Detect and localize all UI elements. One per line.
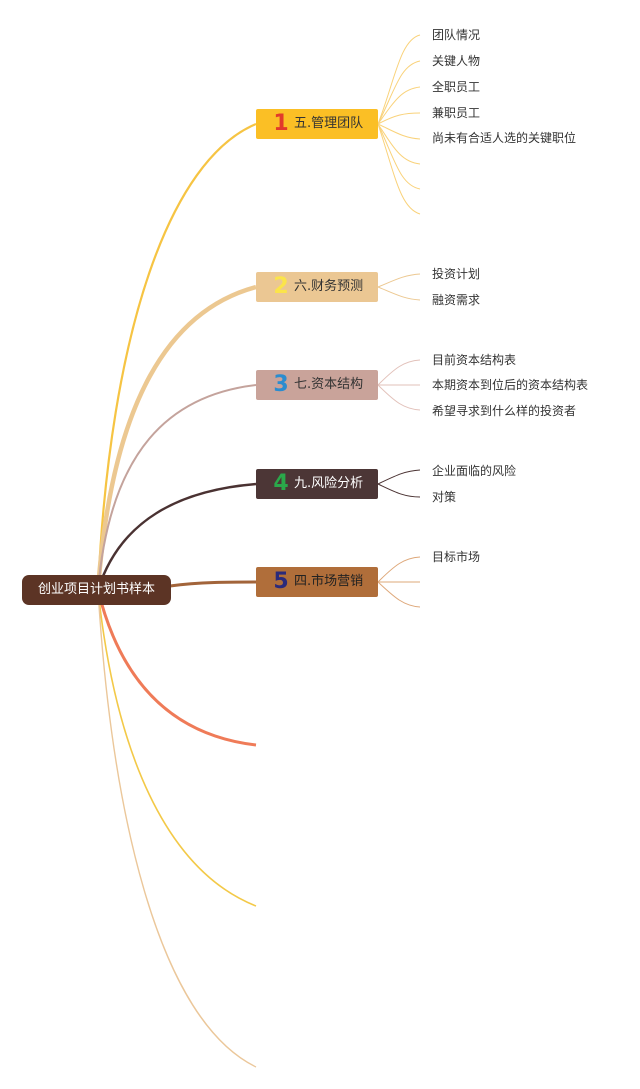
leaf-item[interactable]: 希望寻求到什么样的投资者 [432,404,577,418]
link-branch-1 [96,122,257,591]
link-empty-7 [97,589,257,907]
leaf-item[interactable]: 关键人物 [432,54,481,68]
link-branch-5 [169,580,257,588]
branch-node-4[interactable]: 4 九.风险分析 [256,469,378,499]
leaf-item[interactable]: 兼职员工 [432,106,481,120]
branch-number-3: 3 [273,372,289,397]
branch-number-2: 2 [273,274,289,299]
leaf-item[interactable]: 对策 [432,490,457,504]
sublinks-branch-2 [377,273,421,301]
link-branch-4 [96,482,257,591]
sublinks-branch-4 [377,469,421,498]
branch-label-1: 五.管理团队 [294,116,364,131]
link-branch-3 [97,384,257,591]
branch-label-4: 九.风险分析 [294,476,364,491]
branch-node-2[interactable]: 2 六.财务预测 [256,272,378,302]
leaf-item[interactable]: 团队情况 [432,28,481,42]
sublinks-branch-1 [377,34,421,215]
branch-node-3[interactable]: 3 七.资本结构 [256,370,378,400]
leaf-item[interactable]: 尚未有合适人选的关键职位 [432,131,577,145]
sublinks-branch-5 [377,556,421,608]
branch-node-1[interactable]: 1 五.管理团队 [256,109,378,139]
leaf-item[interactable]: 全职员工 [432,80,481,94]
branch-label-2: 六.财务预测 [294,279,364,294]
link-empty-6 [96,589,257,747]
leaf-item[interactable]: 目前资本结构表 [432,353,517,367]
leaf-item[interactable]: 目标市场 [432,550,481,564]
leaf-item[interactable]: 投资计划 [432,267,481,281]
branch-node-5[interactable]: 5 四.市场营销 [256,567,378,597]
branch-number-5: 5 [273,569,289,594]
leaf-item[interactable]: 融资需求 [432,293,481,307]
branch-label-3: 七.资本结构 [294,377,364,392]
link-branch-2 [95,284,257,591]
leaf-item[interactable]: 企业面临的风险 [432,464,517,478]
root-node[interactable]: 创业项目计划书样本 [22,575,171,605]
branch-number-4: 4 [273,471,289,496]
branch-label-5: 四.市场营销 [294,574,364,589]
leaf-item[interactable]: 本期资本到位后的资本结构表 [432,378,589,392]
sublinks-branch-3 [377,359,421,411]
root-label: 创业项目计划书样本 [37,582,155,597]
branch-number-1: 1 [273,111,289,136]
link-empty-8 [97,589,257,1068]
